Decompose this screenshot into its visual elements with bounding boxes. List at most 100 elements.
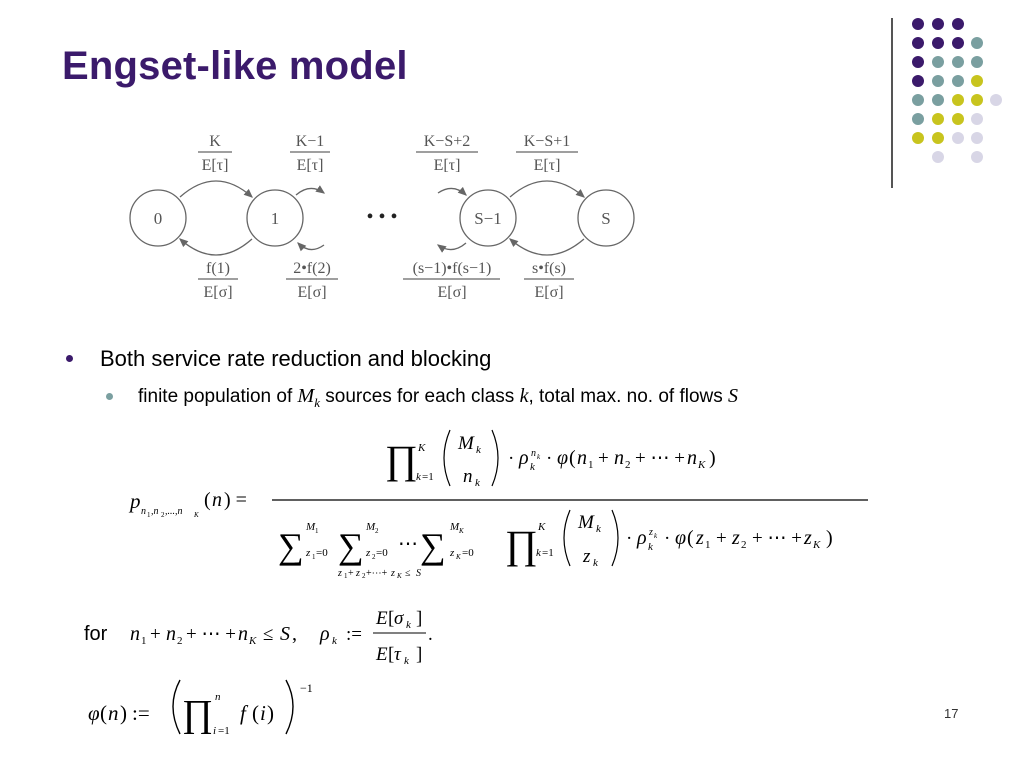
svg-text:φ: φ [675,527,686,549]
decor-dot [932,75,944,87]
rate-num: K [209,133,221,150]
svg-text:k: k [332,635,338,647]
decorative-dot-grid [912,18,1002,163]
decor-dot [912,132,924,144]
svg-text::=: := [346,624,362,645]
svg-text:·: · [546,448,552,469]
svg-text:=0: =0 [376,547,388,559]
decor-dot [952,56,964,68]
decor-dot [971,132,983,144]
svg-text:2: 2 [625,459,631,471]
svg-text:n: n [130,623,140,645]
arrow-s-minus-1-in [437,186,467,196]
decor-dot [971,94,983,106]
rate-den: E[σ] [437,284,466,301]
decor-dot [912,37,924,49]
for-label: for [84,623,108,645]
svg-text:2: 2 [161,511,165,519]
svg-text:E: E [375,644,388,665]
decor-dot [971,75,983,87]
svg-text:k: k [530,461,536,473]
svg-text:[: [ [388,608,394,629]
svg-text:ρ: ρ [518,447,529,469]
arrow-1-out [295,185,326,196]
svg-text:τ: τ [394,644,402,665]
rate-den: E[σ] [534,284,563,301]
svg-text:n: n [212,489,222,511]
rate-num: K−S+1 [524,133,571,150]
svg-text:k: k [654,532,658,540]
decor-dot [952,75,964,87]
svg-text:M: M [457,433,475,454]
svg-text:[: [ [388,644,394,665]
decor-dot [932,18,944,30]
svg-text:σ: σ [394,608,404,629]
rate-num: f(1) [206,260,230,277]
svg-text:2: 2 [372,553,376,561]
svg-text:(: ( [569,447,576,469]
svg-text:=0: =0 [316,547,328,559]
svg-text:): ) [120,701,127,725]
svg-text:]: ] [416,608,422,629]
decor-dot [932,94,944,106]
rate-den: E[σ] [203,284,232,301]
svg-text:M: M [305,521,316,533]
probability-formula: p n 1 ,n 2 ,...,n K ( n ) = ∏ K k =1 M k… [128,429,868,580]
decor-dot [932,56,944,68]
svg-text:+⋯+: +⋯+ [366,568,388,579]
svg-text:z: z [365,547,371,559]
svg-text:f: f [240,701,249,725]
svg-text:k: k [593,557,599,569]
svg-text:k: k [476,444,482,456]
decor-dot [932,113,944,125]
svg-text:⋯: ⋯ [398,533,418,555]
rate-den: E[τ] [534,157,561,174]
svg-text:z: z [337,568,342,579]
slide-title: Engset-like model [62,44,408,88]
decor-dot [932,37,944,49]
decorative-divider [891,18,893,188]
decor-dot [952,132,964,144]
svg-text:ρ: ρ [636,527,647,549]
svg-text:+ ⋯ +: + ⋯ + [635,448,685,469]
svg-text:1: 1 [312,553,316,561]
state-transition-diagram: 0 1 S−1 S • • • K E[τ] K−1 E[τ] K−S+2 E[… [129,133,635,301]
svg-text:M: M [577,512,595,533]
svg-text:+: + [716,528,727,549]
svg-text:=1: =1 [422,471,434,483]
rate-num: 2•f(2) [293,260,331,277]
svg-text:K: K [417,442,426,454]
svg-text:z: z [449,547,455,559]
svg-text:≤: ≤ [263,624,273,645]
decor-dot [952,94,964,106]
svg-text:i: i [213,725,216,737]
svg-text:2: 2 [741,539,747,551]
svg-text:K: K [248,635,257,647]
svg-text:∏: ∏ [182,693,213,735]
svg-text::=: := [132,701,150,725]
svg-text:K: K [537,521,546,533]
svg-text:∑: ∑ [278,526,304,566]
svg-text:z: z [695,527,704,549]
svg-text:n: n [463,466,473,487]
arrow-s-minus-1-out [436,242,467,253]
svg-text:E: E [375,608,388,629]
svg-text:,: , [292,623,297,645]
constraint-formula: n 1 + n 2 + ⋯ + n K ≤ S , ρ k := E [ σ k… [130,608,433,667]
svg-text:∑: ∑ [420,526,446,566]
rate-den: E[τ] [202,157,229,174]
bullet-text: Both service rate reduction and blocking [100,346,492,371]
svg-text:z: z [648,527,653,538]
decor-dot [971,113,983,125]
decor-dot [952,18,964,30]
svg-text:K: K [455,553,461,561]
decor-dot [990,94,1002,106]
svg-text:+: + [150,624,161,645]
svg-text:φ: φ [88,701,100,725]
state-circle-s [577,189,635,247]
svg-text:+: + [598,448,609,469]
state-label: 1 [271,209,280,228]
decor-dot [912,56,924,68]
decor-dot [952,37,964,49]
state-label: S [601,209,610,228]
